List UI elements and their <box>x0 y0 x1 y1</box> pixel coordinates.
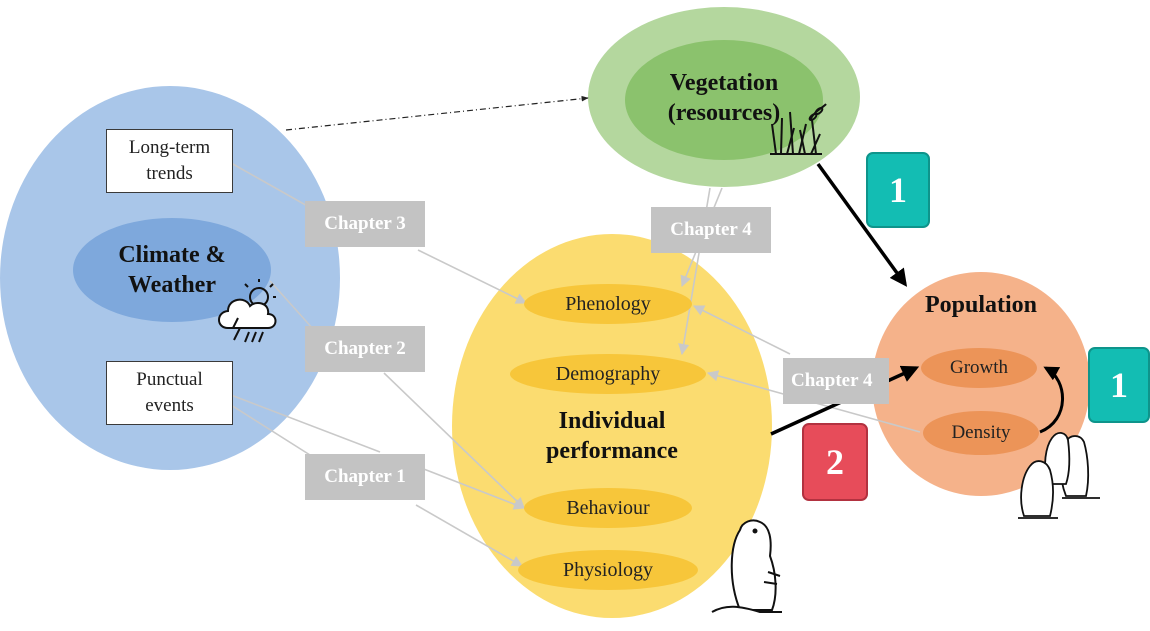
connector-climate-ch2 <box>269 280 315 331</box>
climate-weather-ellipse <box>73 218 271 322</box>
connector-ch2-behaviour <box>383 372 525 509</box>
density-feedback-arrow <box>1039 366 1064 434</box>
individual-ellipse <box>452 234 772 618</box>
demography-label: Demography <box>555 362 661 385</box>
climate-title-line1: Climate & <box>118 242 226 268</box>
long-term-trends-line1: Long-term <box>128 137 211 158</box>
chapter-4-box-top: Chapter 4 <box>651 207 771 253</box>
behaviour-label: Behaviour <box>566 496 650 519</box>
connector-ch3-phenology <box>417 249 528 304</box>
punctual-events-box: Punctual events <box>106 361 233 425</box>
storm-cloud-icon <box>218 279 277 343</box>
long-term-trends-line2: trends <box>146 163 193 184</box>
badge-1-right: 1 <box>1088 347 1150 423</box>
behaviour-ellipse <box>524 488 692 528</box>
connector-ch1-behaviour <box>415 465 526 510</box>
connector-ch1-physiology <box>415 504 523 567</box>
phenology-label: Phenology <box>565 292 651 315</box>
individual-title: Individual performance <box>522 406 702 466</box>
marmot-icon <box>711 519 782 613</box>
chapter-4-box-right: Chapter 4 <box>783 358 889 404</box>
physiology-ellipse <box>518 550 698 590</box>
badge-2: 2 <box>802 423 868 501</box>
vegetation-title: Vegetation (resources) <box>640 68 808 128</box>
chapter-2-box: Chapter 2 <box>305 326 425 372</box>
connector-punctual-ch1a <box>230 394 381 453</box>
density-label: Density <box>951 422 1011 443</box>
chapter-1-box: Chapter 1 <box>305 454 425 500</box>
badge-1-top: 1 <box>866 152 930 228</box>
physiology-label: Physiology <box>562 558 654 581</box>
vegetation-title-line1: Vegetation <box>669 70 779 96</box>
demography-ellipse <box>510 354 706 394</box>
climate-title: Climate & Weather <box>102 240 242 300</box>
marmot-group-icon <box>1018 432 1100 519</box>
connector-longterm-ch3 <box>230 162 319 213</box>
climate-to-vegetation-arrow <box>285 95 589 131</box>
punctual-events-line2: events <box>145 395 194 416</box>
density-ellipse <box>923 411 1039 455</box>
growth-label: Growth <box>949 357 1009 378</box>
connector-ch4-phenology <box>692 305 791 355</box>
chapter-4-box-right-label: Chapter 4 <box>791 370 873 391</box>
population-title: Population <box>924 292 1038 318</box>
vegetation-to-population-arrow <box>816 162 908 287</box>
long-term-trends-box: Long-term trends <box>106 129 233 193</box>
individual-title-line1: Individual <box>558 408 666 434</box>
vegetation-title-line2: (resources) <box>667 100 781 126</box>
growth-ellipse <box>921 348 1037 388</box>
individual-title-line2: performance <box>546 438 678 464</box>
grass-icon <box>770 103 827 155</box>
connector-punctual-ch1b <box>230 404 311 456</box>
climate-title-line2: Weather <box>128 272 216 298</box>
punctual-events-line1: Punctual <box>136 369 203 390</box>
chapter-3-box: Chapter 3 <box>305 201 425 247</box>
phenology-ellipse <box>524 284 692 324</box>
